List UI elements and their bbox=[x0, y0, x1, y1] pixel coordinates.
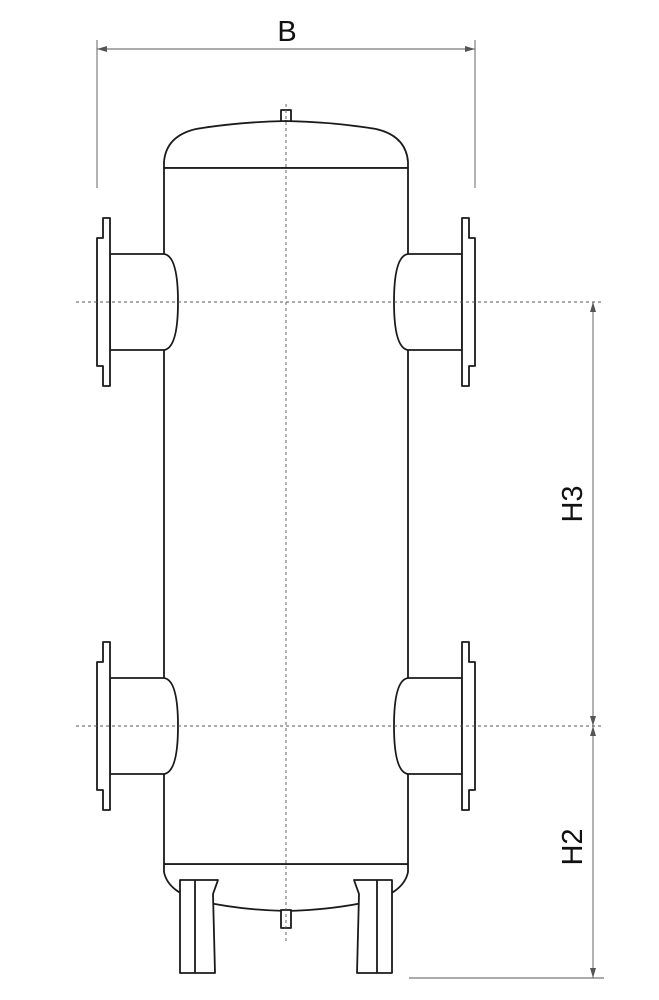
dimension-b-label: B bbox=[277, 16, 296, 48]
bottom-drain-nipple bbox=[280, 909, 292, 929]
support-leg-left bbox=[179, 879, 219, 974]
dimension-h2 bbox=[409, 726, 604, 979]
dimension-b bbox=[96, 40, 476, 188]
dimension-h3 bbox=[590, 302, 596, 726]
support-leg-right bbox=[353, 879, 393, 974]
dimension-h3-label: H3 bbox=[557, 485, 589, 522]
dimension-h2-label: H2 bbox=[557, 828, 589, 865]
top-dome bbox=[163, 120, 409, 169]
